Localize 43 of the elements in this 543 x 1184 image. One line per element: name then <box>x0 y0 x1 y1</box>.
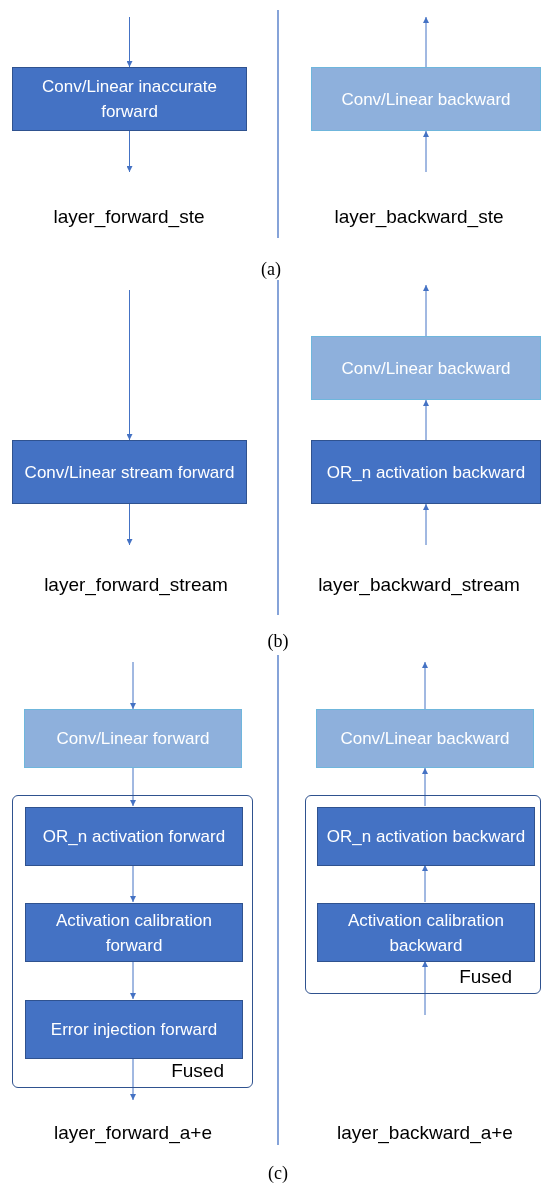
arrow <box>130 960 136 1000</box>
process-box: Conv/Linear forward <box>24 709 242 768</box>
process-box: Activation calibration backward <box>317 903 535 962</box>
arrow <box>422 960 428 1016</box>
function-name-label: layer_backward_stream <box>318 573 520 598</box>
function-name-label: layer_forward_a+e <box>54 1121 212 1146</box>
subfigure-caption: (c) <box>268 1162 288 1184</box>
arrow <box>423 16 429 68</box>
arrow <box>126 130 133 173</box>
arrow <box>423 284 429 337</box>
arrow <box>126 16 133 68</box>
subfigure-caption: (a) <box>261 258 281 281</box>
arrow <box>422 661 428 710</box>
function-name-label: layer_backward_a+e <box>337 1121 513 1146</box>
group-label: Fused <box>171 1058 224 1083</box>
process-box: OR_n activation backward <box>311 440 541 504</box>
process-box: Conv/Linear backward <box>311 67 541 131</box>
process-box: Activation calibration forward <box>25 903 243 962</box>
fused-group-box <box>305 795 541 994</box>
arrow <box>422 864 428 903</box>
arrow <box>423 399 429 441</box>
process-box: Conv/Linear inaccurate forward <box>12 67 247 131</box>
function-name-label: layer_backward_ste <box>334 205 504 230</box>
arrow <box>422 767 428 807</box>
arrow <box>126 289 133 441</box>
group-label: Fused <box>459 964 512 989</box>
process-box: Error injection forward <box>25 1000 243 1059</box>
arrow <box>423 503 429 546</box>
function-name-label: layer_forward_stream <box>44 573 228 598</box>
function-name-label: layer_forward_ste <box>53 205 205 230</box>
fused-group-box <box>12 795 253 1088</box>
process-box: Conv/Linear stream forward <box>12 440 247 504</box>
arrow <box>130 1057 136 1101</box>
arrow <box>130 767 136 807</box>
arrow <box>423 130 429 173</box>
arrow <box>126 503 133 546</box>
process-box: Conv/Linear backward <box>316 709 534 768</box>
process-box: OR_n activation forward <box>25 807 243 866</box>
arrow <box>130 661 136 710</box>
process-box: Conv/Linear backward <box>311 336 541 400</box>
process-box: OR_n activation backward <box>317 807 535 866</box>
subfigure-caption: (b) <box>267 630 289 653</box>
arrow <box>130 864 136 903</box>
